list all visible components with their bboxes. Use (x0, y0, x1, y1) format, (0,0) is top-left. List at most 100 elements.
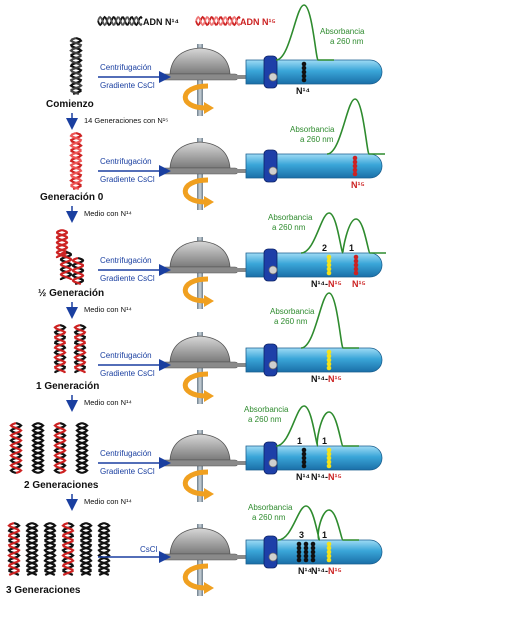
rotation-arrow-icon (182, 177, 209, 205)
stage-label: ½ Generación (38, 288, 104, 299)
gradient-label: Gradiente CsCl (100, 274, 155, 283)
rotation-arrowhead-icon (204, 488, 214, 500)
stage-label: 2 Generaciones (24, 480, 99, 491)
absorbance-line (275, 4, 334, 61)
band-dot (326, 262, 332, 268)
rotation-arrow-icon (182, 83, 209, 111)
tube-cap (263, 535, 278, 569)
dna-helices (69, 36, 83, 96)
band-dot (310, 557, 316, 563)
band-labels: N¹⁴ (296, 86, 310, 96)
band-dot (301, 451, 307, 457)
band-label: N¹⁴-N¹⁵ (311, 374, 342, 384)
tube-pivot (268, 265, 278, 275)
band-dot (353, 266, 359, 272)
gradient-label: Gradiente CsCl (100, 175, 155, 184)
band-hybrid (326, 541, 332, 563)
band-hybrid (326, 447, 332, 469)
tube-cap (263, 248, 278, 282)
absorbance-curve (300, 292, 359, 349)
dna-helices (53, 323, 87, 374)
band-dot (326, 541, 332, 547)
centrifuge-dome (169, 47, 231, 75)
absorbance-label-line1: Absorbancia (290, 125, 335, 134)
dna-helix (43, 521, 57, 576)
band-dot (326, 254, 332, 260)
band-n15 (352, 155, 358, 177)
dna-helix (69, 36, 83, 96)
centrifuge-rotor (161, 361, 239, 369)
stage-label: Generación 0 (40, 192, 104, 203)
band-dot (301, 73, 307, 79)
absorbance-curve (300, 212, 386, 254)
band-label: N¹⁵ (352, 279, 366, 289)
tube-cap (263, 149, 278, 183)
absorbance-curve (326, 98, 385, 155)
step-label: 14 Generaciones con N¹⁵ (84, 116, 168, 125)
band-dot (326, 447, 332, 453)
band-dot (353, 270, 359, 276)
centrifuge-rotor (161, 266, 239, 274)
band-label: N¹⁴-N¹⁵ (311, 279, 342, 289)
rotation-arrow-icon (182, 563, 209, 591)
band-n15 (353, 254, 359, 276)
centrifuge-tube (245, 445, 383, 471)
band-label: N¹⁴ (298, 566, 312, 576)
band-dot (296, 541, 302, 547)
band-label: N¹⁵ (351, 180, 365, 190)
centrifuge-rotor (161, 553, 239, 561)
band-labels: N¹⁴-N¹⁵ N¹⁵ (311, 279, 366, 289)
dna-helix (31, 421, 45, 475)
tube-cap (263, 55, 278, 89)
absorbance-label-line2: a 260 nm (330, 37, 364, 46)
band-label: N¹⁴-N¹⁵ (311, 472, 342, 482)
band-dot (352, 163, 358, 169)
dna-helix (97, 521, 111, 576)
band-dot (326, 349, 332, 355)
centrifugation-label: Centrifugación (100, 63, 152, 72)
absorbance-line (300, 292, 359, 349)
band-dot (326, 357, 332, 363)
absorbance-curve (275, 4, 334, 61)
band-dot (326, 361, 332, 367)
legend: ADN N¹⁴ ADN N¹⁵ (97, 15, 276, 27)
absorbance-label-line2: a 260 nm (274, 317, 308, 326)
band-n14 (296, 541, 316, 563)
rotation-arrowhead-icon (204, 196, 214, 208)
band-dot (310, 541, 316, 547)
band-dot (301, 61, 307, 67)
dna-helix (25, 521, 39, 576)
gradient-label: Gradiente CsCl (100, 81, 155, 90)
band-dot (326, 549, 332, 555)
dna-helices (55, 228, 85, 286)
absorbance-label-line1: Absorbancia (268, 213, 313, 222)
band-label: N¹⁴ (296, 472, 310, 482)
dna-helix (61, 521, 75, 576)
band-dot (326, 459, 332, 465)
band-dot (303, 553, 309, 559)
band-dot (301, 455, 307, 461)
rotation-arrow-icon (182, 371, 209, 399)
rotation-arrowhead-icon (204, 102, 214, 114)
tube-pivot (268, 552, 278, 562)
dna-helix (55, 228, 69, 259)
band-dot (301, 459, 307, 465)
absorbance-label-line1: Absorbancia (248, 503, 293, 512)
band-dot (301, 463, 307, 469)
absorbance-label-line1: Absorbancia (320, 27, 365, 36)
centrifuge-dome (169, 240, 231, 268)
legend-n15-helix-icon (195, 15, 241, 27)
centrifuge-dome (169, 527, 231, 555)
band-dot (310, 553, 316, 559)
legend-n15-helix (195, 15, 241, 27)
legend-n14-helix (97, 15, 143, 27)
band-dot (326, 455, 332, 461)
step-label: Medio con N¹⁴ (84, 305, 132, 314)
band-dot (326, 451, 332, 457)
absorbance-line (300, 212, 386, 254)
centrifuge-rotor (161, 167, 239, 175)
band-n14 (301, 447, 307, 469)
